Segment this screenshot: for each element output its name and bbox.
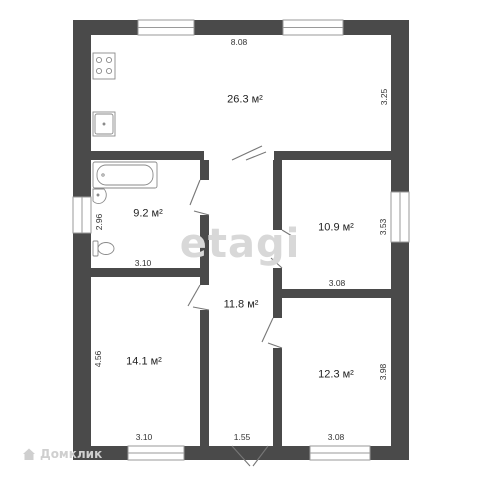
- dim-se-height: 3.98: [377, 363, 388, 381]
- dim-ne-height: 3.53: [377, 218, 388, 236]
- sink-icon: [92, 111, 116, 137]
- dim-top-width: 8.08: [230, 36, 248, 47]
- dim-sw-width: 3.10: [135, 431, 153, 442]
- dim-bath-height: 2.96: [93, 213, 104, 231]
- toilet-icon: [92, 240, 115, 257]
- brand-name: Домклик: [40, 447, 103, 461]
- main-room-area: 26.3 м²: [227, 93, 263, 106]
- doors: [187, 145, 293, 467]
- bathroom-area: 9.2 м²: [133, 207, 163, 220]
- dim-sw-height: 4.56: [92, 350, 103, 368]
- dim-ne-width: 3.08: [328, 277, 346, 288]
- room-se-area: 12.3 м²: [318, 368, 354, 381]
- stove-icon: [92, 52, 116, 80]
- brand-logo: Домклик: [22, 446, 102, 462]
- room-ne-area: 10.9 м²: [318, 221, 354, 234]
- dim-hall-width: 1.55: [233, 431, 251, 442]
- dim-bath-width: 3.10: [134, 257, 152, 268]
- hall-area: 11.8 м²: [223, 298, 259, 311]
- washbasin-icon: [92, 188, 107, 204]
- bathtub-icon: [92, 161, 158, 189]
- watermark: etagi: [179, 221, 301, 267]
- dim-se-width: 3.08: [327, 431, 345, 442]
- dim-main-height: 3.25: [378, 88, 389, 106]
- room-sw-area: 14.1 м²: [126, 355, 162, 368]
- house-icon: [23, 448, 35, 460]
- interior-walls: [91, 151, 391, 446]
